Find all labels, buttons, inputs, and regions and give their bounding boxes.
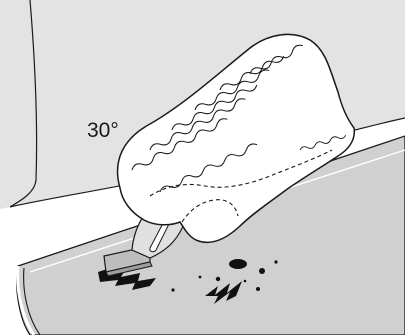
stain-dot-1 (216, 277, 220, 281)
stain-dot-5 (171, 288, 174, 291)
stain-dot-7 (244, 280, 247, 283)
angle-label: 30° (87, 120, 119, 141)
stain-dot-4 (256, 287, 260, 291)
stain-large-blob (229, 259, 247, 269)
stain-dot-2 (259, 268, 265, 274)
stain-dot-6 (199, 276, 202, 279)
stain-dot-3 (274, 260, 277, 263)
